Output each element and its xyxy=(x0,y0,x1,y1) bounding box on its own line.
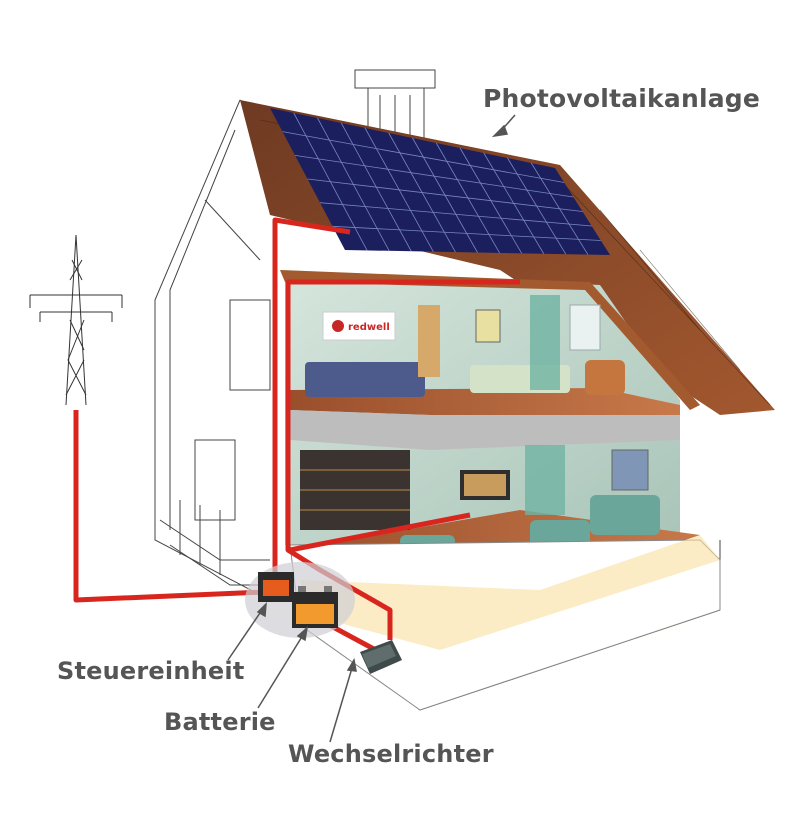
panel-col-line xyxy=(530,162,589,255)
label-wechselrichter: Wechselrichter xyxy=(288,740,494,768)
panel-col-line xyxy=(293,112,368,251)
label-batterie: Batterie xyxy=(164,708,276,736)
panel-col-line xyxy=(364,127,434,252)
label-steuereinheit: Steuereinheit xyxy=(57,657,245,685)
panel-col-line xyxy=(507,157,567,255)
panel-col-line xyxy=(388,132,456,253)
label-photovoltaikanlage: Photovoltaikanlage xyxy=(483,84,761,113)
label-arrows xyxy=(227,114,516,743)
panel-col-line xyxy=(483,152,545,254)
panel-col-line xyxy=(459,147,523,254)
panel-col-line xyxy=(340,122,412,252)
panel-col-line xyxy=(317,117,390,252)
charge-controller-icon xyxy=(258,572,294,602)
battery-icon xyxy=(292,586,338,628)
panel-col-line xyxy=(412,137,478,253)
logo-mark-icon xyxy=(332,320,344,332)
solar-panel-icon xyxy=(270,108,610,255)
power-pylon-icon xyxy=(29,234,123,406)
inverter-icon xyxy=(360,640,402,674)
panel-col-line xyxy=(435,142,500,254)
